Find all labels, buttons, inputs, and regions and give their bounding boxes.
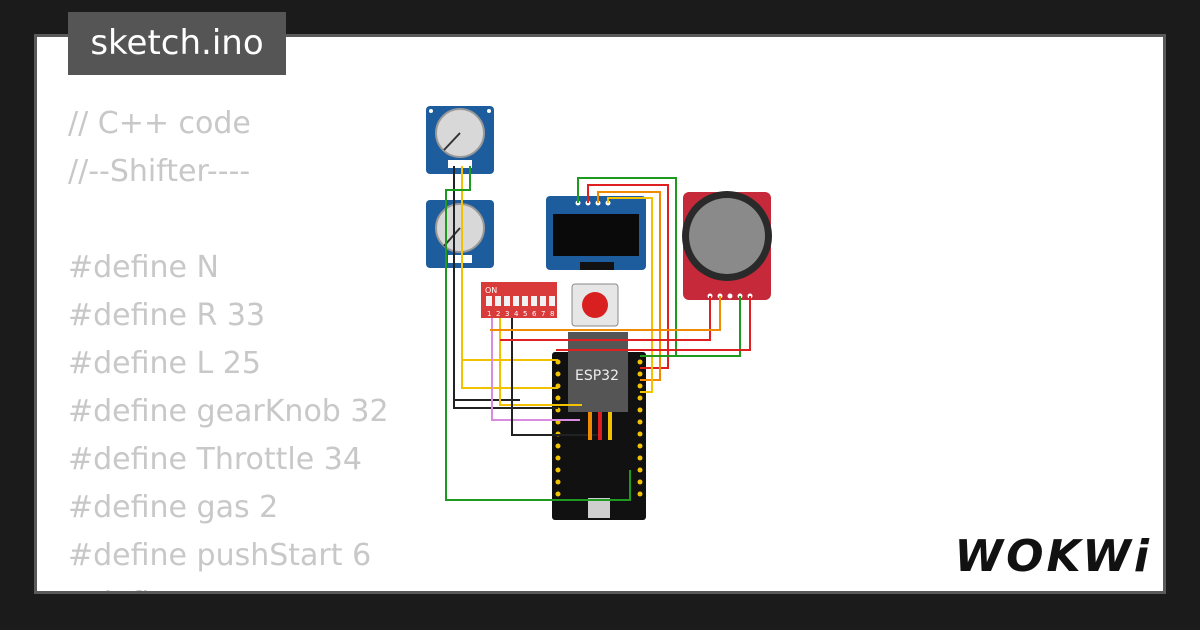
mcu-label: ESP32	[575, 368, 619, 384]
code-line: #define L 25	[68, 346, 261, 381]
code-line: #define pushStart 6	[68, 538, 372, 573]
card-border-bottom	[34, 591, 1166, 594]
wokwi-logo: WOKWi	[954, 531, 1152, 582]
dip-number: 5	[523, 310, 527, 318]
dip-number: 4	[514, 310, 519, 318]
code-line: #define R 33	[68, 298, 266, 333]
oled-display[interactable]	[546, 196, 646, 270]
dip-number: 6	[532, 310, 537, 318]
analog-joystick[interactable]	[682, 191, 772, 300]
code-line: #define Throttle 34	[68, 442, 362, 477]
dip-number: 3	[505, 310, 509, 318]
code-line: #define gas 2	[68, 490, 279, 525]
dip-label: ON	[485, 286, 497, 295]
potentiometer-bottom[interactable]	[426, 200, 494, 268]
push-button[interactable]	[571, 283, 619, 327]
wires	[445, 166, 751, 501]
frame-bottom	[0, 594, 1200, 630]
dip-number: 8	[550, 310, 554, 318]
dip-number: 7	[541, 310, 545, 318]
code-editor[interactable]: // C++ code //--Shifter---- #define N #d…	[68, 100, 389, 628]
potentiometer-top[interactable]	[426, 106, 494, 174]
dip-number: 1	[487, 310, 491, 318]
dip-switch[interactable]: ON 1 2 3 4 5 6 7 8	[481, 282, 557, 318]
dip-number: 2	[496, 310, 500, 318]
code-line: // C++ code	[68, 106, 251, 141]
code-line: //--Shifter----	[68, 154, 251, 189]
code-line: #define gearKnob 32	[68, 394, 389, 429]
file-tab[interactable]: sketch.ino	[68, 12, 286, 75]
code-line: #define N	[68, 250, 219, 285]
